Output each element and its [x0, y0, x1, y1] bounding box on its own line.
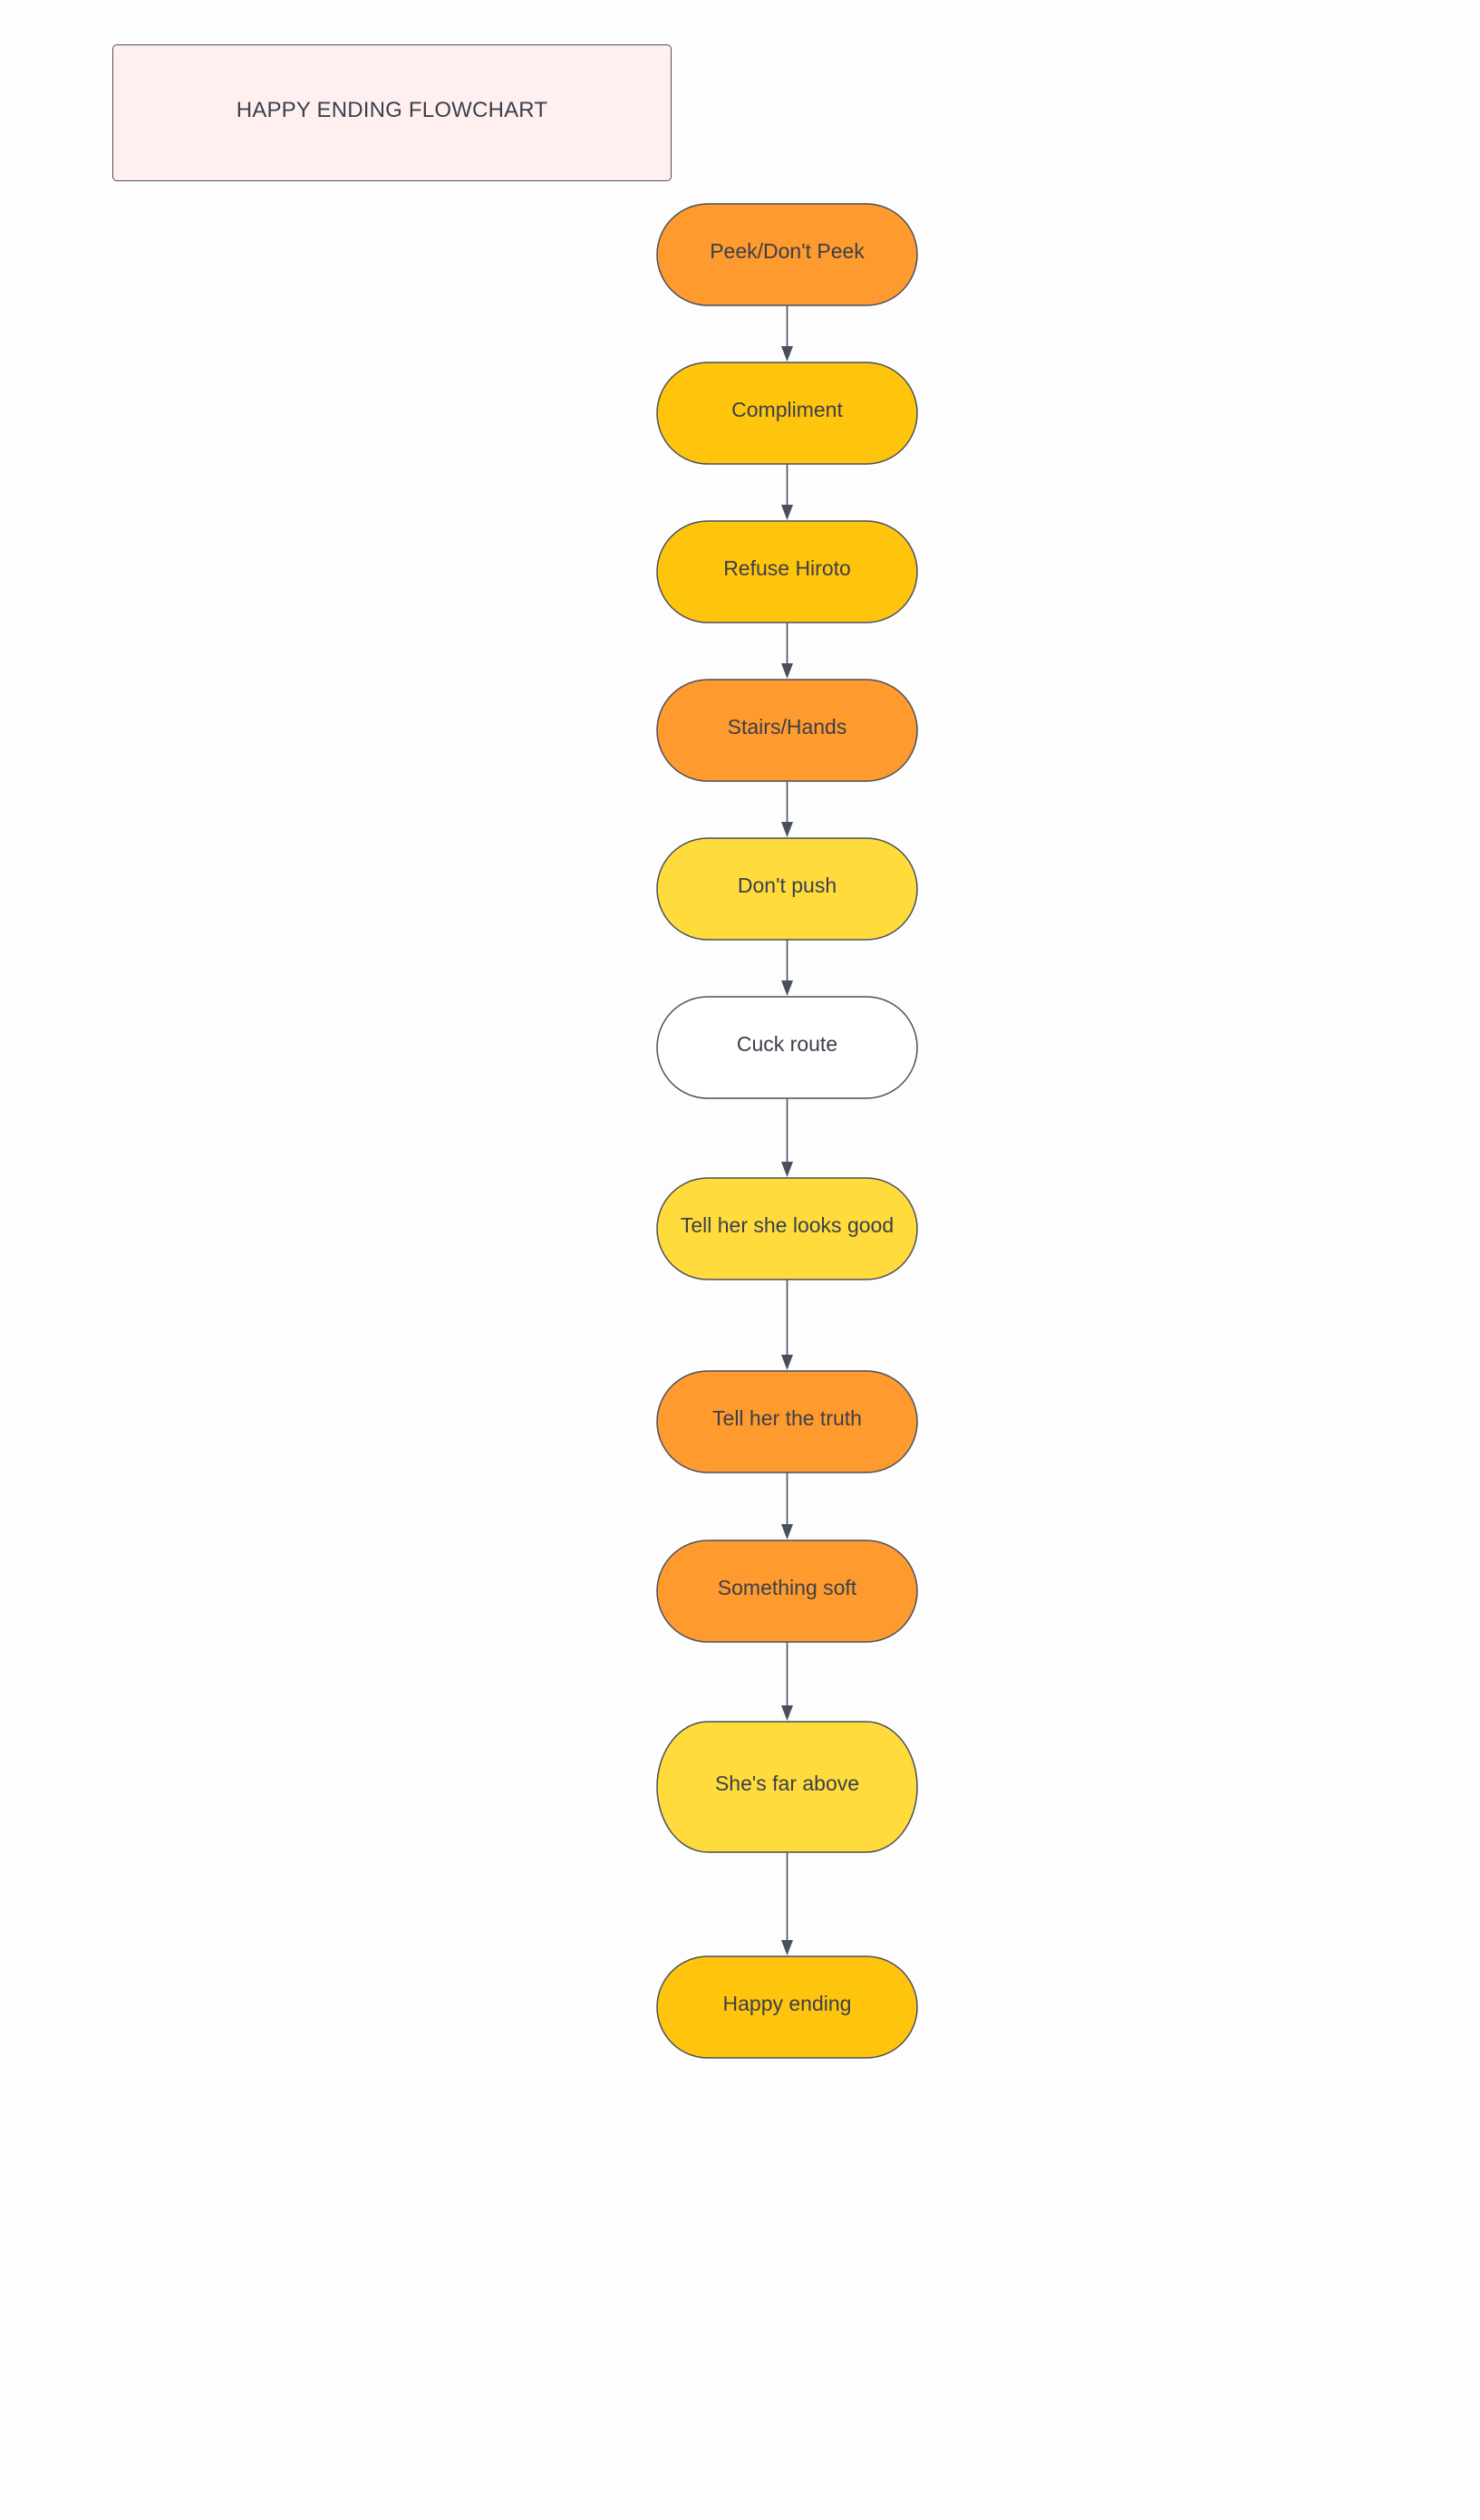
flowchart-node-shape — [656, 1721, 918, 1853]
flowchart-edge-5 — [781, 940, 793, 996]
flowchart-node-label: Refuse Hiroto — [723, 556, 851, 580]
flowchart-node-9: Something soft — [656, 1540, 918, 1643]
flowchart-node-shape — [656, 203, 918, 306]
flowchart-node-shape — [656, 837, 918, 941]
flowchart-node-6: Cuck route — [656, 996, 918, 1099]
flowchart-node-label: Stairs/Hands — [728, 715, 847, 739]
flowchart-edge-1 — [781, 305, 793, 362]
flowchart-node-shape — [656, 679, 918, 782]
flowchart-edge-7 — [781, 1279, 793, 1370]
flowchart-edge-9 — [781, 1642, 793, 1721]
arrowhead-icon — [781, 1940, 793, 1955]
flowchart-node-shape — [656, 1370, 918, 1473]
flowchart-node-label: She's far above — [715, 1772, 859, 1795]
flowchart-node-1: Peek/Don't Peek — [656, 203, 918, 306]
flowchart-node-label: Happy ending — [723, 1992, 852, 2015]
flowchart-node-label: Tell her she looks good — [681, 1213, 894, 1237]
flowchart-title-box: HAPPY ENDING FLOWCHART — [112, 44, 672, 181]
arrowhead-icon — [781, 346, 793, 362]
flowchart-node-10: She's far above — [656, 1721, 918, 1853]
flowchart-node-4: Stairs/Hands — [656, 679, 918, 782]
arrowhead-icon — [781, 822, 793, 837]
arrowhead-icon — [781, 1162, 793, 1177]
arrowhead-icon — [781, 505, 793, 520]
flowchart-edge-3 — [781, 623, 793, 679]
flowchart-edge-8 — [781, 1472, 793, 1540]
arrowhead-icon — [781, 1355, 793, 1370]
flowchart-node-shape — [656, 520, 918, 623]
flowchart-node-2: Compliment — [656, 362, 918, 465]
flowchart-node-shape — [656, 1177, 918, 1280]
arrowhead-icon — [781, 980, 793, 996]
flowchart-node-11: Happy ending — [656, 1955, 918, 2059]
flowchart-node-shape — [656, 996, 918, 1099]
flowchart-node-8: Tell her the truth — [656, 1370, 918, 1473]
flowchart-node-7: Tell her she looks good — [656, 1177, 918, 1280]
flowchart-node-label: Don't push — [738, 874, 837, 897]
flowchart-node-label: Something soft — [718, 1576, 857, 1599]
flowchart-node-shape — [656, 1955, 918, 2059]
arrowhead-icon — [781, 1705, 793, 1721]
flowchart-node-3: Refuse Hiroto — [656, 520, 918, 623]
flowchart-edge-2 — [781, 464, 793, 520]
flowchart-node-label: Cuck route — [737, 1032, 837, 1056]
flowchart-node-label: Peek/Don't Peek — [710, 239, 865, 263]
flowchart-edge-4 — [781, 781, 793, 837]
flowchart-node-shape — [656, 1540, 918, 1643]
edges-layer — [781, 305, 793, 1955]
flowchart-node-5: Don't push — [656, 837, 918, 941]
flowchart-node-label: Compliment — [731, 398, 843, 421]
flowchart-title: HAPPY ENDING FLOWCHART — [236, 97, 548, 122]
arrowhead-icon — [781, 663, 793, 679]
flowchart-node-label: Tell her the truth — [712, 1406, 862, 1430]
flowchart-edge-6 — [781, 1098, 793, 1177]
flowchart-node-shape — [656, 362, 918, 465]
arrowhead-icon — [781, 1524, 793, 1540]
flowchart-edge-10 — [781, 1852, 793, 1955]
